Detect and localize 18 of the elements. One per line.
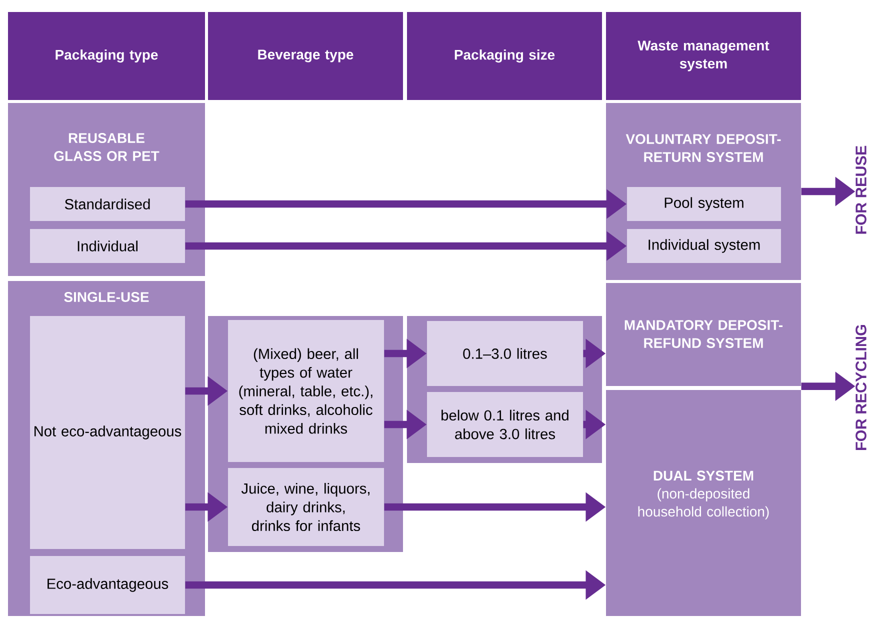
column-header: Waste management system — [606, 12, 801, 100]
option-box: Individual system — [627, 229, 781, 263]
option-box: Individual — [30, 229, 185, 263]
option-box: Juice, wine, liquors, dairy drinks, drinks for infants — [228, 468, 384, 546]
option-box: (Mixed) beer, all types of water (mineral, table, etc.), soft drinks, alcoholic mixed drinks — [228, 320, 384, 462]
option-box: Standardised — [30, 187, 185, 221]
column-header: Packaging size — [407, 12, 602, 100]
system-panel: MANDATORY DEPOSIT-REFUND SYSTEM — [606, 283, 801, 386]
system-panel: DUAL SYSTEM (non-deposited household collection) — [606, 390, 801, 616]
option-box: Eco-advantageous — [30, 556, 185, 614]
side-label: FOR RECYCLING — [856, 325, 866, 450]
option-box: below 0.1 litres and above 3.0 litres — [427, 392, 583, 457]
column-header: Packaging type — [8, 12, 205, 100]
option-box: Not eco-advantageous — [30, 316, 185, 549]
side-label: FOR REUSE — [856, 146, 866, 234]
option-box: Pool system — [627, 187, 781, 221]
column-header: Beverage type — [208, 12, 403, 100]
option-box: 0.1–3.0 litres — [427, 321, 583, 386]
